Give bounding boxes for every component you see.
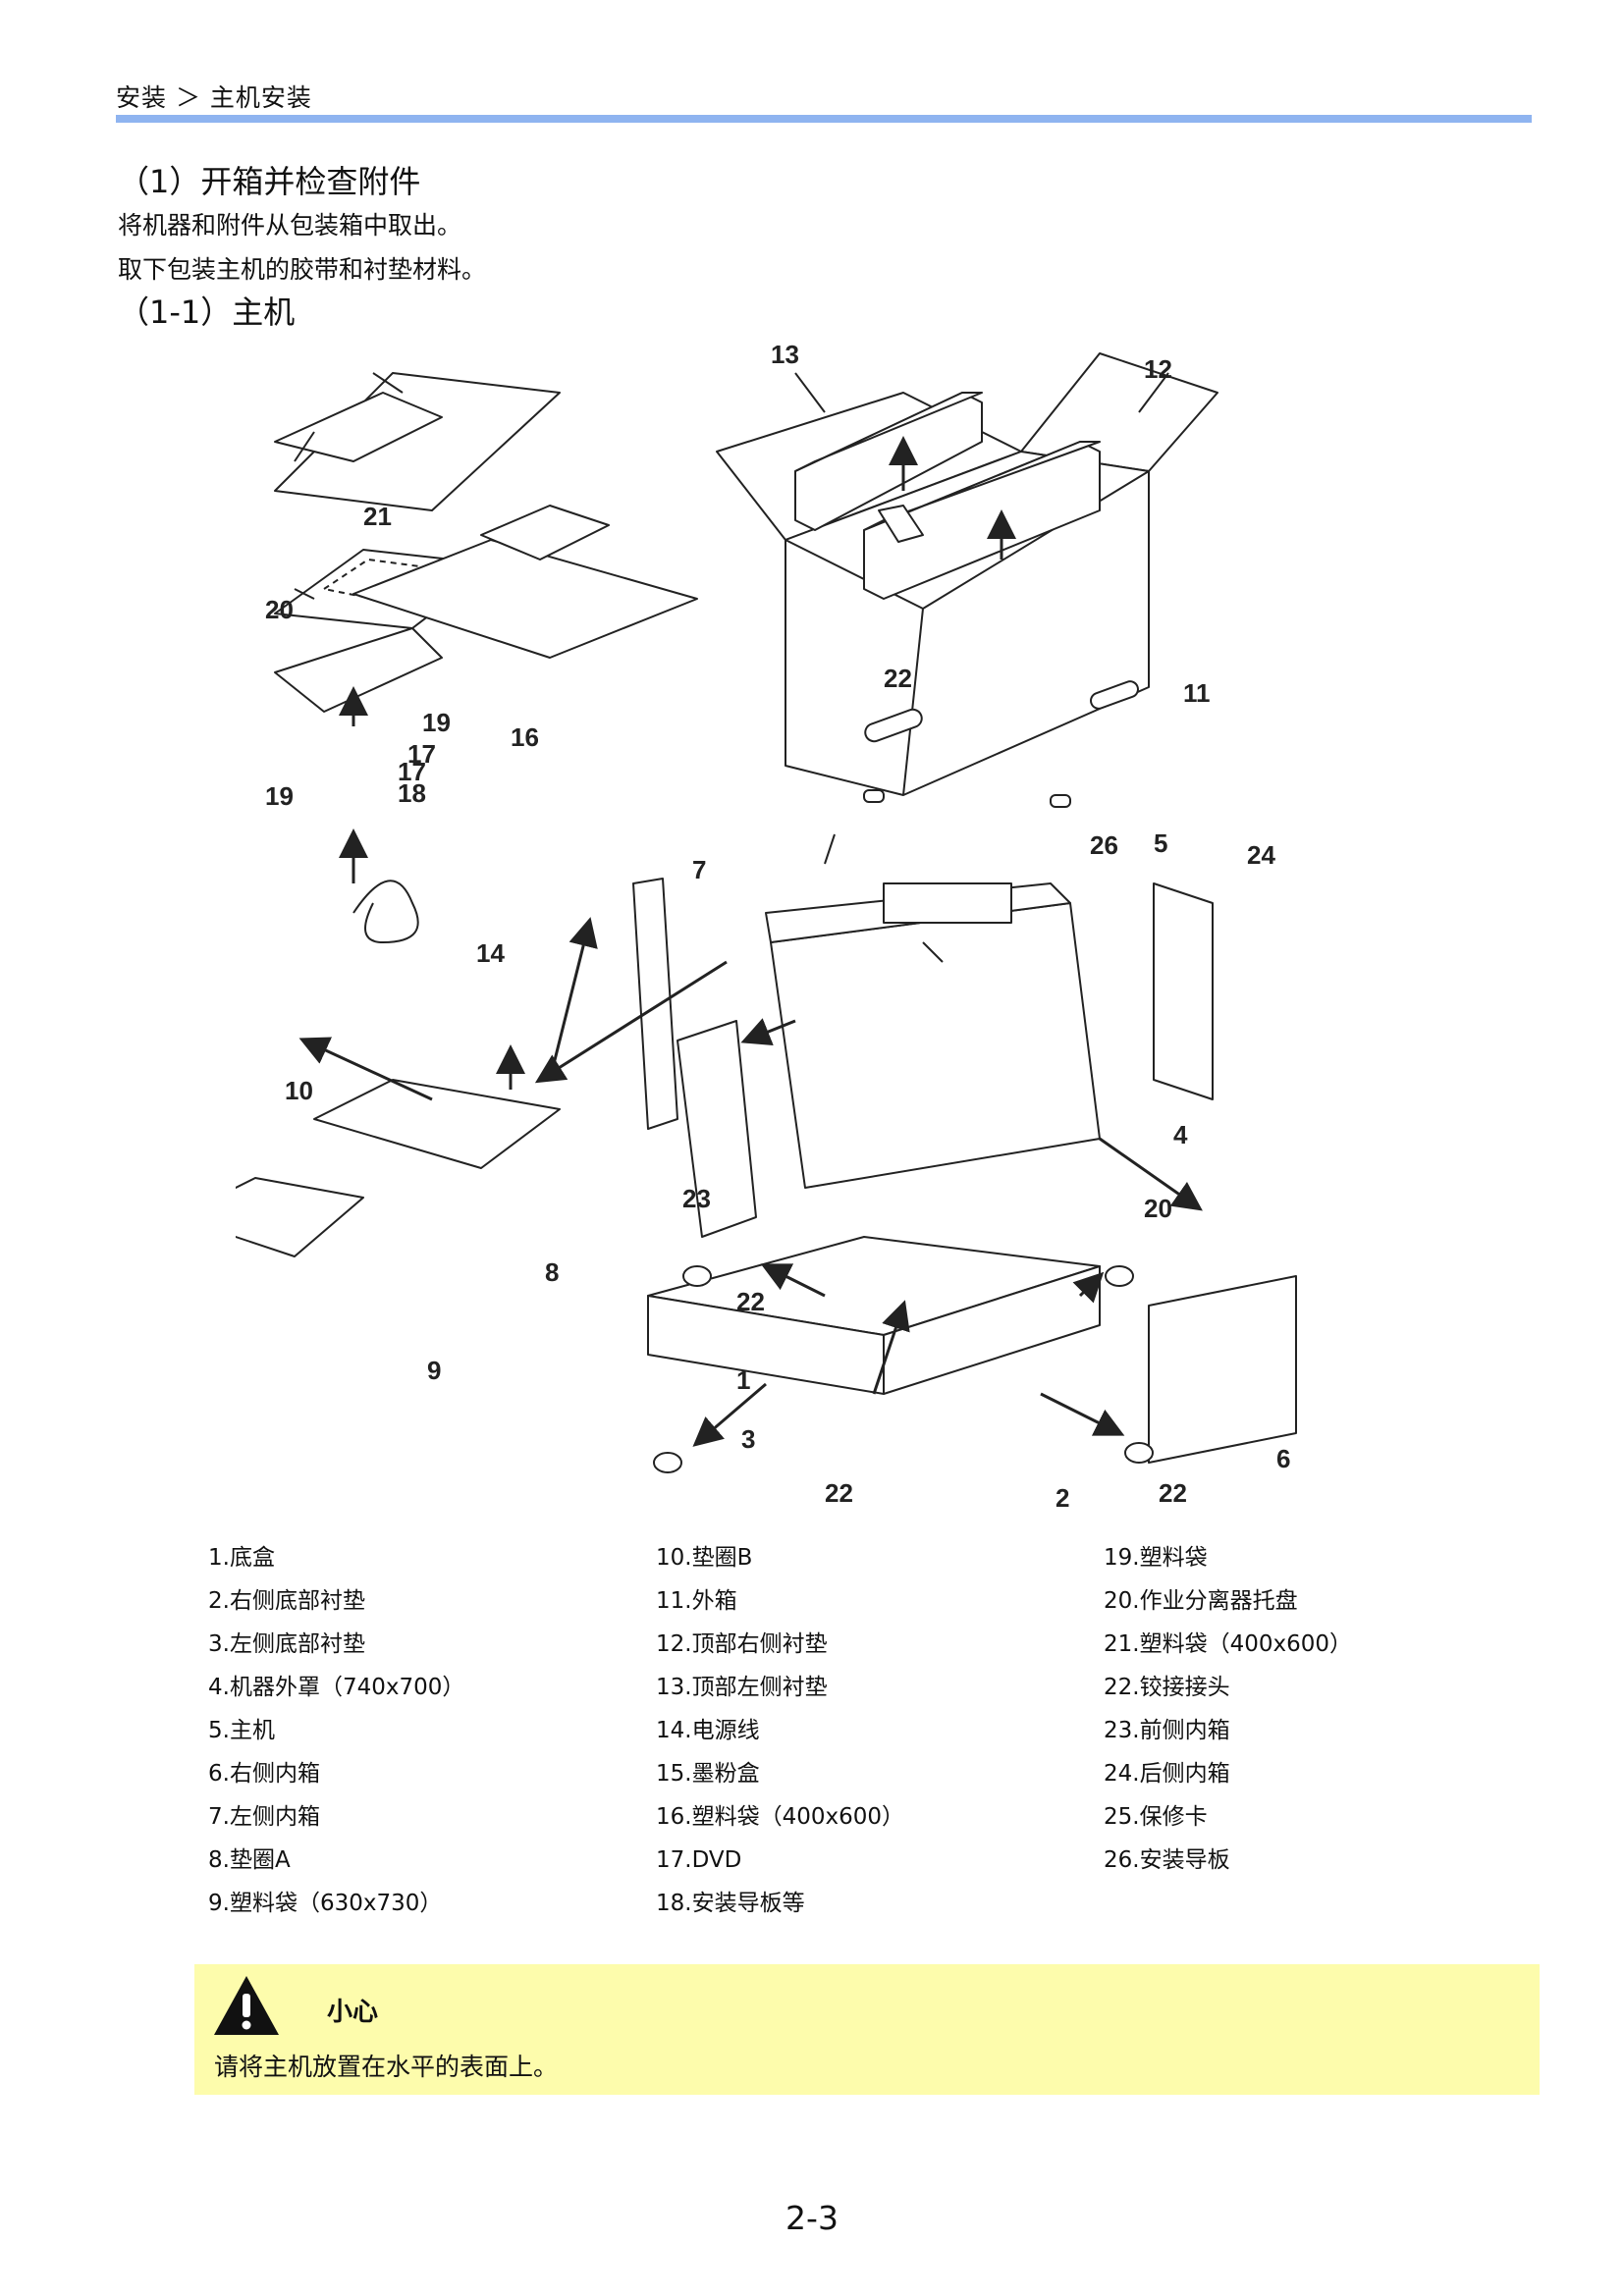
legend-item: 18.安装导板等 (656, 1891, 805, 1916)
legend-item: 22.铰接接头 (1104, 1675, 1230, 1700)
callout: 5 (1154, 828, 1167, 858)
callout: 21 (363, 502, 392, 531)
callout: 14 (476, 938, 505, 968)
arrows (298, 436, 1203, 1447)
callout: 2 (1056, 1483, 1069, 1513)
legend-item: 14.电源线 (656, 1718, 760, 1743)
legend-item: 17.DVD (656, 1847, 742, 1873)
caution-box: 小心 请将主机放置在水平的表面上。 (194, 1964, 1540, 2095)
callout: 10 (285, 1076, 313, 1105)
legend-item: 25.保修卡 (1104, 1804, 1208, 1830)
section-title: （1）开箱并检查附件 (118, 163, 421, 200)
callout: 18 (398, 778, 426, 808)
warranty-card-drawing (878, 505, 924, 543)
callout: 22 (1159, 1478, 1187, 1508)
job-separator-tray-drawing (274, 392, 443, 462)
plastic-bag-16-drawing (352, 539, 698, 659)
callout: 19 (422, 708, 451, 737)
callout: 8 (545, 1257, 559, 1287)
callouts: 13 12 21 20 19 17 16 18 17 19 22 11 26 5… (265, 340, 1290, 1513)
callout: 4 (1173, 1120, 1188, 1149)
header-rule (116, 115, 1532, 123)
callout: 1 (736, 1365, 750, 1395)
breadcrumb: 安装 ＞ 主机安装 (116, 83, 312, 112)
legend-item: 11.外箱 (656, 1588, 737, 1614)
legend-item: 23.前侧内箱 (1104, 1718, 1230, 1743)
spacer-a-drawing (313, 1079, 561, 1169)
callout: 3 (741, 1424, 755, 1454)
callout: 11 (1183, 678, 1211, 708)
front-inner-box-drawing (677, 1020, 757, 1238)
left-inner-box-drawing (632, 878, 678, 1130)
callout: 22 (736, 1287, 765, 1316)
toner-drawing (480, 505, 610, 561)
legend-item: 4.机器外罩（740x700） (208, 1675, 465, 1700)
legend-item: 24.后侧内箱 (1104, 1761, 1230, 1787)
legend-item: 3.左侧底部衬垫 (208, 1631, 365, 1657)
power-cord-drawing (352, 880, 419, 943)
legend-item: 6.右侧内箱 (208, 1761, 320, 1787)
rear-inner-box-drawing (1153, 882, 1214, 1100)
legend-item: 16.塑料袋（400x600） (656, 1804, 904, 1830)
callout: 12 (1144, 354, 1172, 384)
callout: 26 (1090, 830, 1118, 860)
caution-title: 小心 (327, 1998, 379, 2027)
callout: 6 (1276, 1444, 1290, 1473)
callout: 17 (407, 739, 436, 769)
legend-item: 19.塑料袋 (1104, 1545, 1208, 1571)
plastic-bag-9-drawing (236, 1177, 364, 1257)
legend-item: 10.垫圈B (656, 1545, 753, 1571)
warning-icon (214, 1976, 279, 2035)
callout: 7 (692, 855, 706, 884)
legend-item: 26.安装导板 (1104, 1847, 1230, 1873)
callout: 20 (265, 595, 294, 624)
legend-item: 9.塑料袋（630x730） (208, 1891, 443, 1916)
page-number: 2-3 (785, 2199, 839, 2237)
legend-item: 15.墨粉盒 (656, 1761, 760, 1787)
spacer-b-drawing (274, 627, 443, 713)
callout: 24 (1247, 840, 1275, 870)
callout: 16 (511, 722, 539, 752)
instruction-line-1: 将机器和附件从包装箱中取出。 (118, 211, 462, 240)
bottom-tray-drawing (647, 1236, 1101, 1395)
legend-item: 8.垫圈A (208, 1847, 291, 1873)
callout: 17 (398, 757, 426, 786)
callout: 20 (1144, 1194, 1172, 1223)
legend-item: 5.主机 (208, 1718, 275, 1743)
instruction-line-2: 取下包装主机的胶带和衬垫材料。 (118, 255, 487, 284)
exploded-packaging-diagram: 13 12 21 20 19 17 16 18 17 19 22 11 26 5… (236, 340, 1297, 1513)
legend-item: 7.左侧内箱 (208, 1804, 320, 1830)
caution-text: 请将主机放置在水平的表面上。 (214, 2053, 559, 2081)
legend-item: 20.作业分离器托盘 (1104, 1588, 1298, 1614)
callout: 13 (771, 340, 799, 369)
callout: 22 (884, 664, 912, 693)
legend-item: 13.顶部左侧衬垫 (656, 1675, 828, 1700)
callout: 9 (427, 1356, 441, 1385)
callout: 19 (265, 781, 294, 811)
callout: 23 (682, 1184, 711, 1213)
top-right-pad-drawing (863, 441, 1101, 600)
legend-item: 21.塑料袋（400x600） (1104, 1631, 1352, 1657)
legend-item: 2.右侧底部衬垫 (208, 1588, 365, 1614)
legend-item: 12.顶部右侧衬垫 (656, 1631, 828, 1657)
subsection-title: （1-1）主机 (118, 294, 296, 331)
main-unit-drawing (765, 882, 1101, 1189)
joint-22-drawing (682, 1265, 712, 1287)
right-inner-box-drawing (1148, 1275, 1297, 1464)
callout: 22 (825, 1478, 853, 1508)
legend-item: 1.底盒 (208, 1545, 275, 1571)
